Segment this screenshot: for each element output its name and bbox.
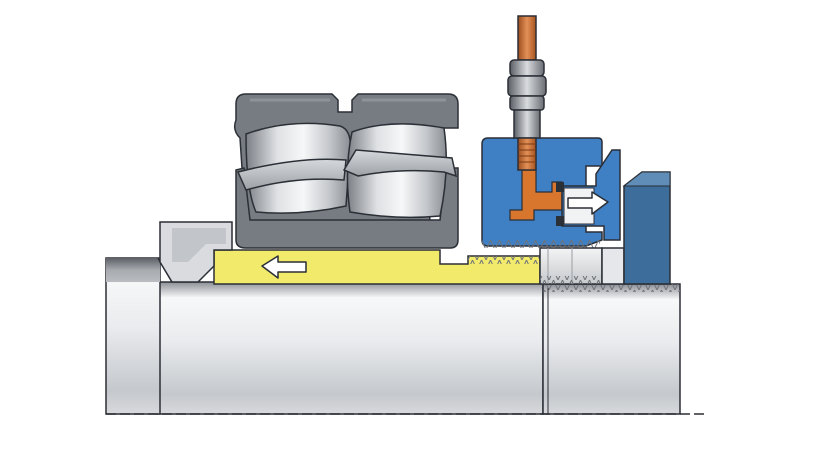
- spherical-roller-bearing: [233, 93, 459, 249]
- bearing-cage-right: [342, 149, 458, 178]
- piston-push-arrow: [567, 191, 609, 215]
- sleeve-thread-segment: [539, 247, 603, 285]
- shaft: [105, 257, 706, 415]
- hydraulic-nut: [481, 137, 621, 248]
- sleeve-push-arrow: [261, 255, 307, 279]
- shaft-body: [157, 281, 544, 415]
- locating-ring: [601, 171, 671, 285]
- adapter-sleeve: [213, 249, 541, 285]
- oil-feed-pipe: [507, 15, 547, 171]
- locating-ring-body: [623, 171, 671, 285]
- oil-pipe-tube: [517, 15, 537, 61]
- shaft-threaded-section: [542, 283, 681, 415]
- abutment-ring: [159, 221, 233, 283]
- shaft-end: [105, 257, 161, 415]
